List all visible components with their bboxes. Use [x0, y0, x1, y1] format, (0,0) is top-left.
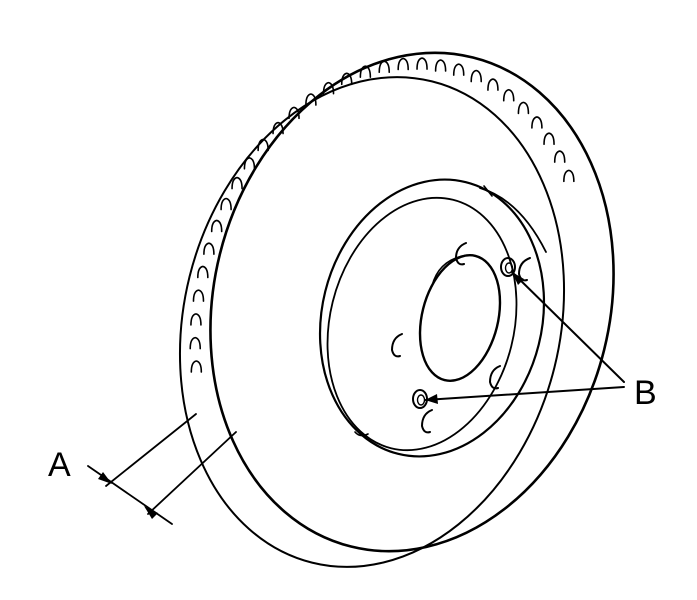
- cooling-vane: [192, 289, 205, 302]
- extension-line-a-outer: [105, 413, 197, 487]
- cooling-vane: [210, 219, 223, 233]
- cooling-vane: [416, 57, 428, 70]
- hub-shoulder: [326, 196, 518, 452]
- set-screw-upper-core: [504, 262, 514, 274]
- cooling-vane: [190, 360, 203, 373]
- cooling-vane: [203, 242, 215, 255]
- stud-hole-left: [391, 333, 403, 358]
- center-bore: [418, 254, 502, 382]
- disc-outer-rim: [209, 51, 615, 553]
- set-screw-lower-core: [416, 394, 426, 406]
- cooling-vane: [563, 169, 575, 183]
- extension-line-a-inner: [147, 431, 237, 515]
- cooling-vane: [553, 150, 566, 163]
- hub-outer-contour: [318, 178, 546, 458]
- arrow-b-upper: [512, 272, 524, 285]
- cooling-vane: [322, 81, 335, 95]
- stud-hole-right-lower: [489, 365, 501, 390]
- leader-b-lower: [424, 386, 625, 401]
- cooling-vane: [543, 132, 555, 145]
- cooling-vane: [487, 78, 499, 91]
- cooling-vane: [502, 88, 515, 102]
- cooling-vane: [197, 265, 209, 279]
- cooling-vane: [243, 157, 256, 170]
- cooling-vane: [517, 101, 530, 115]
- center-bore-chamfer: [431, 255, 463, 287]
- cooling-vane: [305, 93, 317, 106]
- leader-b-upper: [511, 271, 625, 383]
- arrow-a-upper: [98, 472, 112, 484]
- cooling-vane: [470, 69, 483, 83]
- disc-inner-edge: [178, 76, 566, 568]
- cooling-vane: [257, 138, 269, 152]
- callout-a: A: [48, 446, 71, 484]
- hub-bottom-notch: [354, 431, 369, 437]
- hub-flange-arc: [479, 187, 547, 253]
- cooling-vane: [189, 336, 202, 350]
- cooling-vane: [231, 176, 243, 190]
- cooling-vane: [397, 57, 409, 71]
- cooling-vane: [220, 197, 232, 211]
- stud-hole-right-upper: [518, 257, 531, 282]
- set-screw-upper: [500, 257, 516, 277]
- cooling-vane: [531, 116, 543, 129]
- cooling-vane: [190, 313, 202, 326]
- dimension-line-a: [87, 465, 173, 525]
- cooling-vane: [434, 59, 447, 72]
- callout-b: B: [634, 374, 657, 412]
- stud-hole-top: [455, 242, 467, 266]
- cooling-vane: [359, 65, 372, 78]
- hub-flange-edge: [483, 185, 493, 197]
- cooling-vane: [452, 63, 465, 76]
- arrow-a-lower: [144, 506, 158, 519]
- arrow-b-lower: [425, 394, 438, 404]
- stud-hole-bottom: [421, 409, 433, 434]
